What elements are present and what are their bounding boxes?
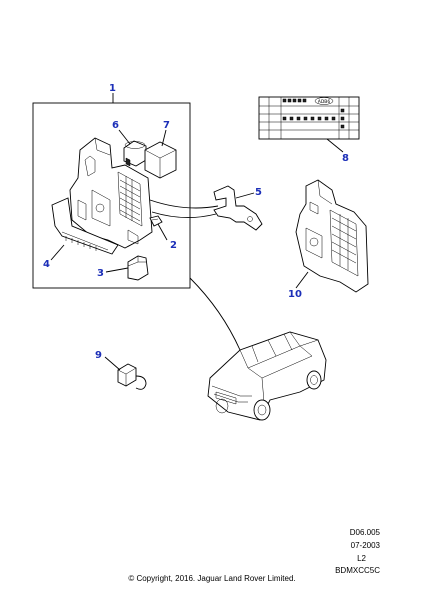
callout-3: 3	[97, 268, 104, 279]
callout-9: 9	[95, 350, 102, 361]
callout-5: 5	[255, 187, 262, 198]
label-chart-code: ADB6	[318, 99, 331, 105]
callout-2: 2	[170, 240, 177, 251]
auxiliary-fuse-box	[295, 179, 369, 293]
callout-6: 6	[112, 120, 119, 131]
copyright-footer: © Copyright, 2016. Jaguar Land Rover Lim…	[128, 574, 296, 583]
callout-8: 8	[342, 153, 349, 164]
mounting-bracket	[149, 185, 263, 231]
doc-code: D06.005	[349, 528, 380, 537]
fuse-box-assembly	[51, 137, 153, 255]
fuse	[149, 215, 163, 227]
location-leader	[189, 277, 241, 351]
relay-small	[123, 140, 147, 167]
relay-large	[144, 141, 177, 179]
fuse-label-chart: ADB6	[258, 96, 360, 153]
inset-frame	[32, 102, 191, 289]
callout-10: 10	[288, 289, 302, 300]
fuse-puller	[127, 255, 149, 281]
callout-4: 4	[43, 259, 50, 270]
doc-level: L2	[357, 554, 366, 563]
leader-lines	[50, 93, 309, 371]
vehicle-illustration	[207, 331, 327, 421]
callout-1: 1	[109, 83, 116, 94]
connector	[117, 363, 147, 390]
illustration-code: BDMXCC5C	[335, 566, 380, 575]
doc-date: 07-2003	[350, 541, 380, 550]
callout-7: 7	[163, 120, 170, 131]
